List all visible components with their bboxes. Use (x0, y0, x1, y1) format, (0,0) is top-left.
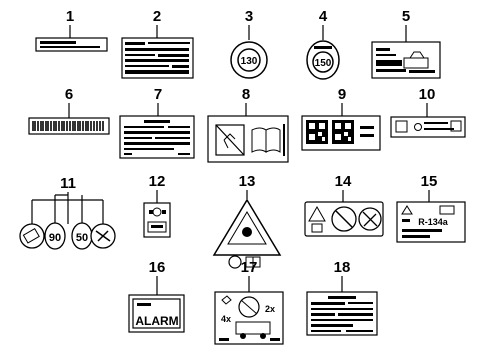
label-plate-1 (35, 37, 108, 52)
item-18: 18 (306, 259, 378, 336)
callout-2: 2 (153, 8, 161, 25)
item-17: 17 4x 2x (214, 259, 284, 345)
callout-16: 16 (149, 259, 166, 276)
item-12: 12 (143, 173, 171, 238)
barcode-label-6 (28, 117, 110, 135)
callout-4: 4 (319, 8, 328, 25)
callout-9: 9 (338, 86, 346, 103)
label-plate-10 (390, 116, 466, 138)
callout-12: 12 (149, 173, 166, 190)
callout-8: 8 (242, 86, 250, 103)
callout-18: 18 (334, 259, 351, 276)
callout-10: 10 (419, 86, 436, 103)
callout-5: 5 (402, 8, 410, 25)
speed-text-150: 150 (315, 58, 332, 69)
refrigerant-text: R-134a (418, 217, 449, 227)
warning-label-8 (207, 115, 289, 163)
alarm-text: ALARM (135, 314, 178, 328)
item-6: 6 (28, 86, 110, 135)
callout-14: 14 (335, 173, 352, 190)
item-10: 10 (390, 86, 466, 138)
callout-15: 15 (421, 173, 438, 190)
item-5: 5 (371, 8, 441, 79)
speed-text-50: 50 (76, 232, 88, 244)
callout-6: 6 (65, 86, 73, 103)
callout-11: 11 (60, 175, 76, 192)
alarm-label-16 (128, 294, 185, 333)
speed-text-90: 90 (49, 232, 61, 244)
item-15: 15 R-134a (396, 173, 466, 243)
item-16: 16 ALARM (128, 259, 185, 333)
item-3: 3 130 (230, 8, 268, 79)
item-2: 2 (121, 8, 194, 79)
callout-13: 13 (239, 173, 256, 190)
callout-1: 1 (66, 8, 74, 25)
callout-7: 7 (154, 86, 162, 103)
tire-sticker-icon (19, 223, 45, 249)
item-14: 14 (304, 173, 384, 237)
item-11: 11 90 50 (19, 175, 116, 250)
item-13: 13 (212, 173, 282, 269)
item-1: 1 (35, 8, 108, 52)
tire-4x-text: 4x (221, 314, 231, 324)
item-4: 4 150 (306, 8, 340, 80)
tire-2x-text: 2x (265, 304, 275, 314)
callout-17: 17 (241, 259, 258, 276)
callout-3: 3 (245, 8, 253, 25)
item-7: 7 (119, 86, 195, 159)
item-8: 8 (207, 86, 289, 163)
item-9: 9 (301, 86, 381, 151)
speed-text-130: 130 (241, 56, 258, 67)
